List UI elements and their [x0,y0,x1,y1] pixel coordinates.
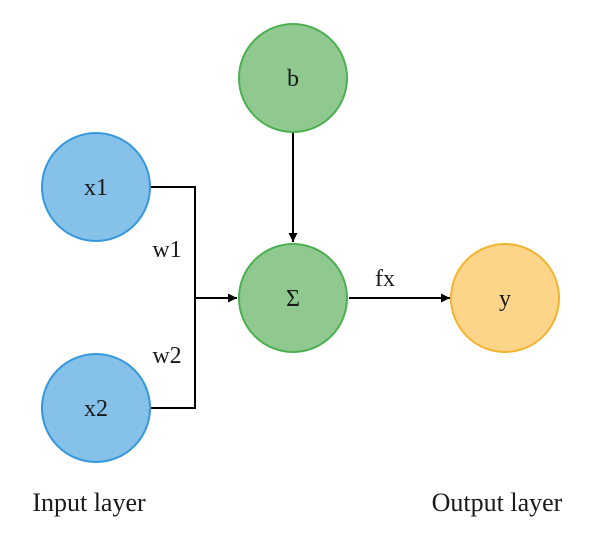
output-node-y-label: y [499,286,511,312]
input-layer-label: Input layer [32,488,146,517]
input-node-x2 [41,353,151,463]
activation-label-fx: fx [375,266,395,292]
input-node-x1-label: x1 [84,175,108,201]
connector-x2 [150,298,196,409]
input-node-x2-label: x2 [84,396,108,422]
sum-node-label: Σ [286,286,300,312]
connector-x1 [150,186,196,298]
bias-node [238,23,348,133]
sum-node [238,243,348,353]
weight-label-w2: w2 [152,343,181,369]
input-node-x1 [41,132,151,242]
bias-node-label: b [287,66,299,92]
weight-label-w1: w1 [152,237,181,263]
output-node-y [450,243,560,353]
output-layer-label: Output layer [432,488,563,517]
